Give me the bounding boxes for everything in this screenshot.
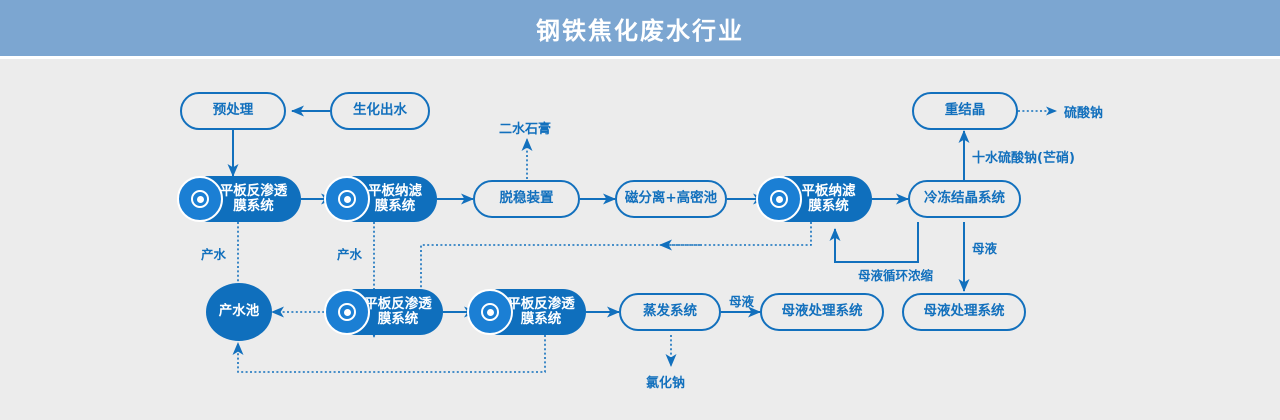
node-mother-liquor-treatment-2[interactable]: 母液处理系统: [902, 293, 1026, 331]
node-label-line2: 膜系统: [377, 311, 419, 327]
node-product-water-pool[interactable]: 产水池: [206, 283, 272, 341]
node-label-line2: 膜系统: [520, 311, 562, 327]
edge-label-product-water-2: 产水: [337, 247, 363, 262]
node-label: 平板反渗透: [507, 295, 575, 312]
membrane-disc-icon: [324, 289, 370, 335]
membrane-disc-icon: [324, 176, 370, 222]
node-evaporation-system[interactable]: 蒸发系统: [619, 293, 721, 331]
diagram-canvas: 预处理 生化出水 平板反渗透膜系统 平板纳滤膜系统 脱稳装置 磁分离+高密池 平…: [0, 59, 1280, 420]
node-nf-membrane-1[interactable]: 平板纳滤膜系统: [324, 176, 437, 222]
node-label: 产水池: [218, 303, 260, 320]
node-bio-effluent[interactable]: 生化出水: [330, 92, 430, 130]
node-label: 平板纳滤: [801, 182, 856, 199]
node-magnetic-separation[interactable]: 磁分离+高密池: [615, 180, 727, 218]
output-label-sodium-sulfate: 硫酸钠: [1064, 106, 1104, 121]
node-mother-liquor-treatment-1[interactable]: 母液处理系统: [760, 293, 884, 331]
node-ro-membrane-2[interactable]: 平板反渗透膜系统: [324, 289, 443, 335]
node-label: 平板纳滤: [368, 182, 422, 199]
membrane-disc-icon: [756, 176, 802, 222]
node-label: 冷冻结晶系统: [924, 190, 1005, 207]
node-label: 生化出水: [353, 102, 407, 119]
edge-label-mother-liquor-a: 母液: [729, 294, 755, 309]
node-pretreatment[interactable]: 预处理: [180, 92, 286, 130]
membrane-disc-icon: [467, 289, 513, 335]
output-label-gypsum: 二水石膏: [499, 122, 552, 137]
node-label: 母液处理系统: [923, 303, 1005, 320]
node-label-line2: 膜系统: [233, 198, 274, 214]
node-label: 平板反渗透: [364, 295, 432, 312]
node-label: 平板反渗透: [219, 182, 288, 199]
page-title: 钢铁焦化废水行业: [536, 16, 744, 45]
node-label: 预处理: [212, 102, 254, 119]
node-label-line2: 膜系统: [808, 198, 849, 214]
node-freeze-crystallization[interactable]: 冷冻结晶系统: [908, 180, 1021, 218]
node-nf-membrane-2[interactable]: 平板纳滤膜系统: [756, 176, 872, 222]
node-label: 蒸发系统: [643, 303, 697, 320]
node-ro-membrane-3[interactable]: 平板反渗透膜系统: [467, 289, 586, 335]
header-divider: [0, 56, 1280, 59]
node-label: 磁分离+高密池: [624, 190, 718, 207]
page-header: 钢铁焦化废水行业: [0, 0, 1280, 56]
edge-label-mother-liquor-recycle: 母液循环浓缩: [858, 268, 934, 283]
node-label: 重结晶: [944, 102, 986, 119]
node-recrystallization[interactable]: 重结晶: [912, 92, 1018, 130]
node-label: 母液处理系统: [781, 303, 863, 320]
output-label-sodium-chloride: 氯化钠: [646, 376, 686, 391]
membrane-disc-icon: [177, 176, 223, 222]
edge-label-mother-liquor-b: 母液: [972, 241, 998, 256]
node-label: 脱稳装置: [499, 190, 554, 207]
edge-label-product-water-1: 产水: [201, 247, 227, 262]
node-ro-membrane-1[interactable]: 平板反渗透膜系统: [177, 176, 301, 222]
node-label-line2: 膜系统: [374, 198, 416, 214]
output-label-glaubers-salt: 十水硫酸钠(芒硝): [972, 151, 1075, 166]
node-destabilizer[interactable]: 脱稳装置: [473, 180, 580, 218]
